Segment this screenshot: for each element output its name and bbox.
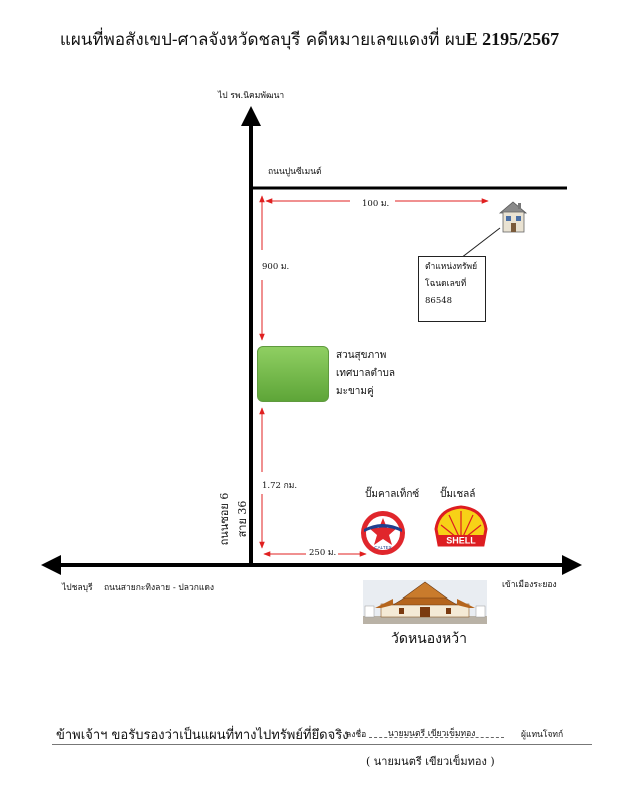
page-title: แผนที่พอสังเขป-ศาลจังหวัดชลบุรี คดีหมายเ… [0,26,619,53]
case-number: E 2195/2567 [465,29,560,49]
park-label: สวนสุขภาพ เทศบาลตำบล มะขามคู่ [336,347,395,401]
callout-pointer [460,227,501,259]
property-deed-number: 86548 [425,296,453,306]
distance-bottom-label: 250 ม. [309,548,337,558]
north-destination-label: ไป รพ.นิคมพัฒนา [218,91,285,101]
footer-divider [52,744,592,745]
caltex-logo-text: CALTEX [374,545,391,550]
signature-line [369,737,504,738]
property-line-1: ตำแหน่งทรัพย์ [425,262,478,272]
shell-label: ปั๊มเชลล์ [440,489,476,500]
east-destination-label: เข้าเมืองระยอง [502,580,557,590]
signer-role: ผู้แทนโจทก์ [521,730,564,740]
shell-logo-text: SHELL [446,536,476,546]
property-line-2: โฉนดเลขที่ [425,279,467,289]
distance-top-label: 100 ม. [362,199,390,209]
printed-name: ( นายมนตรี เขียวเข็มทอง ) [366,755,495,768]
road-cement-label: ถนนปูนซีเมนต์ [268,167,322,177]
park-line-3: มะขามคู่ [336,386,374,397]
title-text: แผนที่พอสังเขป-ศาลจังหวัดชลบุรี คดีหมายเ… [59,30,466,50]
sign-label: ลงชื่อ [346,730,367,740]
caltex-logo-icon: CALTEX [361,511,405,555]
temple-label: วัดหนองหว้า [391,631,467,647]
property-callout-box: ตำแหน่งทรัพย์ โฉนดเลขที่ 86548 [418,256,486,322]
distance-upper-label: 900 ม. [262,262,290,272]
road-main-label: ถนนสายกะทิงลาย - ปลวกแดง [104,583,215,593]
house-icon [498,201,528,233]
temple-icon [363,580,487,624]
caltex-label: ปั๊มคาลเท็กซ์ [365,489,420,500]
signature-name: นายมนตรี เขียวเข็มทอง [388,729,476,739]
west-destination-label: ไปชลบุรี [62,583,93,593]
road-vertical-label: ถนนซอย 6 สาย 36 [218,492,249,546]
park-line-2: เทศบาลตำบล [336,368,396,379]
shell-logo-icon: SHELL [434,505,488,547]
park-line-1: สวนสุขภาพ [336,350,387,361]
distance-lower-label: 1.72 กม. [262,481,298,491]
park-block [257,346,329,402]
certify-text: ข้าพเจ้าฯ ขอรับรองว่าเป็นแผนที่ทางไปทรัพ… [56,728,349,743]
